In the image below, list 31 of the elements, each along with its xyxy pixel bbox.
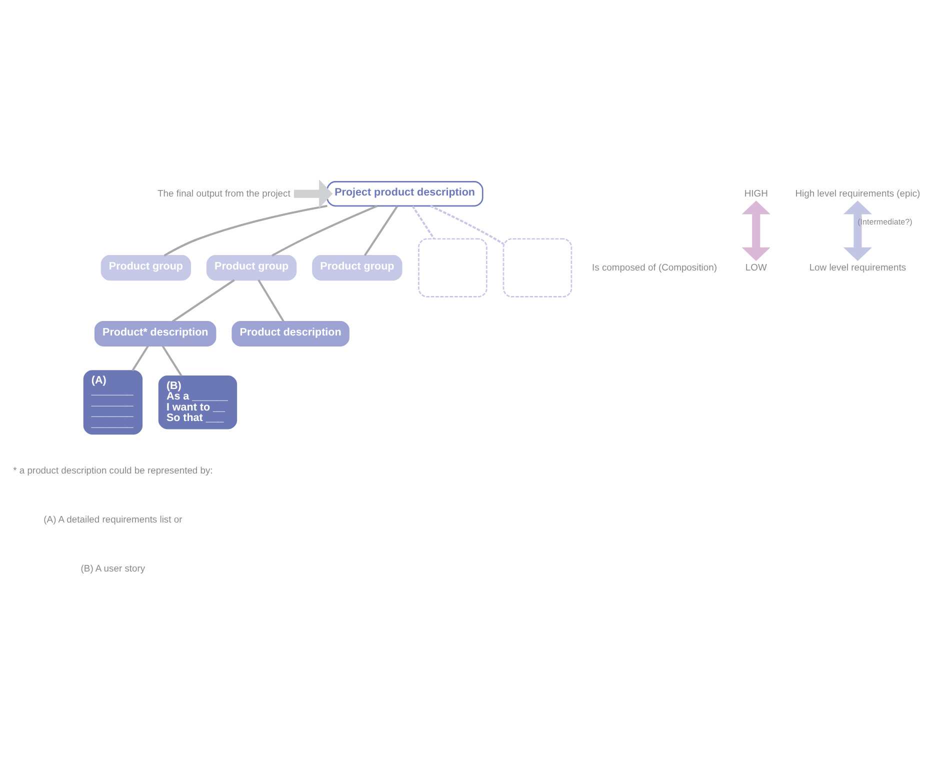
connector xyxy=(364,205,398,256)
connector xyxy=(172,278,235,322)
connector xyxy=(272,204,378,256)
node-text: LOW xyxy=(745,260,767,272)
node-box: Product group xyxy=(312,254,402,280)
node-box: (A) _______ _______ _______ _______ xyxy=(83,370,143,434)
node-text: HIGH xyxy=(744,186,768,198)
connector xyxy=(258,279,285,322)
node-box: Project product description xyxy=(326,180,484,206)
node-text: High level requirements (epic) xyxy=(795,186,920,198)
node-box: Product description xyxy=(232,320,350,346)
connector xyxy=(164,204,328,256)
arrow xyxy=(843,200,872,261)
connector xyxy=(162,345,182,376)
arrow xyxy=(742,200,770,261)
label: * a product description could be represented by: xyxy=(13,464,213,475)
node-box: (B) As a ______ I want to __ So that ___ xyxy=(158,374,238,429)
label: (B) A user story xyxy=(80,562,146,574)
connector xyxy=(132,345,149,371)
connector xyxy=(412,205,435,239)
node-box: Product* description xyxy=(94,320,216,346)
label: Is composed of (Composition) xyxy=(592,260,718,272)
connector xyxy=(430,204,504,244)
label: (A) A detailed requirements list or xyxy=(44,513,182,524)
node-text: Low level requirements xyxy=(809,260,906,272)
arrow xyxy=(294,178,333,208)
node-box: Product group xyxy=(206,254,297,280)
node-box: Product group xyxy=(100,254,191,280)
node-box xyxy=(418,238,488,297)
node-text: The final output from the project xyxy=(158,186,290,198)
node-box xyxy=(502,238,572,297)
